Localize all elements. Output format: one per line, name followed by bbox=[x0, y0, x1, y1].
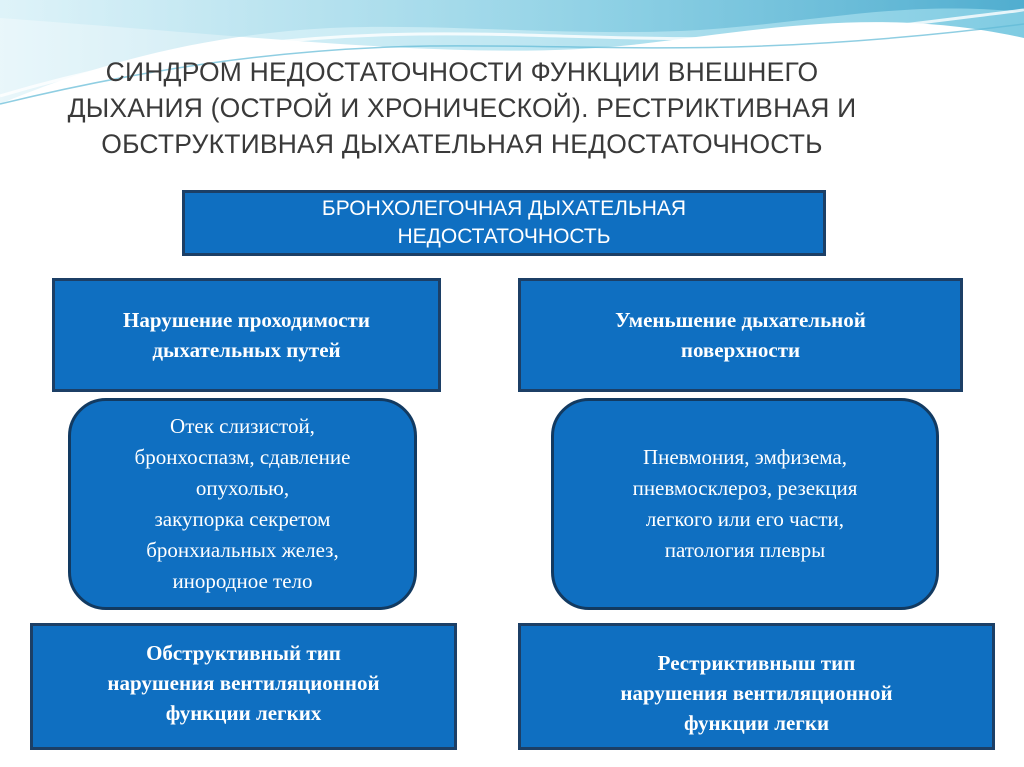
wave-front bbox=[0, 0, 1024, 104]
right-heading-label: Уменьшение дыхательной поверхности bbox=[615, 308, 866, 362]
wave-line bbox=[0, 23, 1024, 105]
right-result-box: Рестриктивныш тип нарушения вентиляционн… bbox=[518, 623, 995, 750]
root-box: БРОНХОЛЕГОЧНАЯ ДЫХАТЕЛЬНАЯ НЕДОСТАТОЧНОС… bbox=[182, 190, 826, 256]
slide-title: СИНДРОМ НЕДОСТАТОЧНОСТИ ФУНКЦИИ ВНЕШНЕГО… bbox=[67, 57, 857, 159]
root-box-label: БРОНХОЛЕГОЧНАЯ ДЫХАТЕЛЬНАЯ НЕДОСТАТОЧНОС… bbox=[321, 197, 687, 248]
right-result-label: Рестриктивныш тип нарушения вентиляционн… bbox=[620, 650, 893, 735]
left-heading-box: Нарушение проходимости дыхательных путей bbox=[52, 278, 441, 392]
left-causes-label: Отек слизистой, бронхоспазм, сдавление о… bbox=[134, 414, 351, 593]
right-heading-box: Уменьшение дыхательной поверхности bbox=[518, 278, 963, 392]
left-result-box: Обструктивный тип нарушения вентиляционн… bbox=[30, 623, 457, 750]
left-heading-label: Нарушение проходимости дыхательных путей bbox=[123, 308, 370, 362]
left-result-label: Обструктивный тип нарушения вентиляционн… bbox=[107, 640, 380, 725]
right-causes-label: Пневмония, эмфизема, пневмосклероз, резе… bbox=[632, 445, 858, 562]
decorative-wave-banner bbox=[0, 0, 1024, 105]
left-causes-box: Отек слизистой, бронхоспазм, сдавление о… bbox=[68, 398, 417, 610]
wave-highlight bbox=[0, 8, 1024, 98]
right-causes-box: Пневмония, эмфизема, пневмосклероз, резе… bbox=[551, 398, 939, 610]
